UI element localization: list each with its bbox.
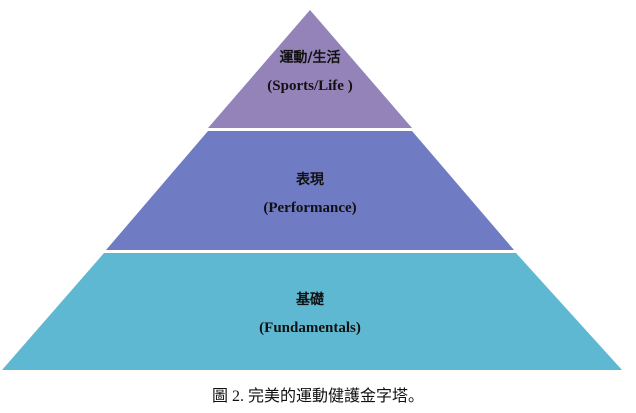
tier-sports-life-subtitle: (Sports/Life ) (267, 78, 352, 94)
tier-sports-life-title: 運動/生活 (279, 49, 340, 66)
tier-performance-title: 表現 (295, 171, 324, 188)
tier-fundamentals-subtitle: (Fundamentals) (259, 320, 361, 336)
tier-fundamentals-title: 基礎 (296, 291, 325, 308)
tier-performance (106, 131, 514, 250)
figure-caption: 圖 2. 完美的運動健護金字塔。 (211, 388, 424, 405)
tier-performance-subtitle: (Performance) (263, 200, 356, 216)
pyramid-diagram: 運動/生活 (Sports/Life ) 表現 (Performance) 基礎… (2, 10, 622, 370)
tier-sports-life (208, 10, 412, 128)
tier-fundamentals (2, 253, 622, 370)
